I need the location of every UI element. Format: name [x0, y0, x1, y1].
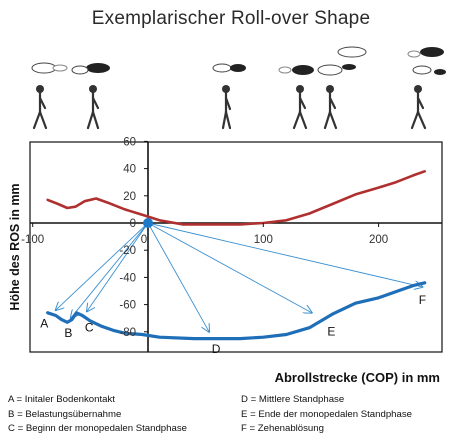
- footprint-shapes: [31, 46, 446, 76]
- walking-figure-1: [32, 85, 48, 130]
- phase-arrow: [147, 222, 209, 332]
- legend-item: E = Ende der monopedalen Standphase: [241, 408, 412, 420]
- phase-arrow: [147, 222, 422, 287]
- phase-label: F: [419, 293, 426, 307]
- y-tick-label: -40: [119, 272, 136, 284]
- phase-label: C: [85, 320, 94, 334]
- legend-item: B = Belastungsübernahme: [8, 408, 122, 420]
- phase-label: A: [40, 316, 48, 330]
- origin-point: [143, 218, 153, 228]
- x-axis-label: Abrollstrecke (COP) in mm: [274, 370, 440, 385]
- y-tick-label: -80: [119, 327, 136, 339]
- phase-arrow: [87, 222, 149, 311]
- y-tick-label: -20: [119, 245, 136, 257]
- gait-illustration: [31, 46, 446, 130]
- legend-column-right: D = Mittlere Standphase E = Ende der mon…: [241, 394, 412, 438]
- legend-item: F = Zehenablösung: [241, 423, 324, 434]
- phase-arrow: [56, 222, 149, 310]
- phase-arrow: [147, 222, 312, 313]
- phase-label: E: [327, 324, 335, 338]
- y-axis-label: Höhe des ROS in mm: [8, 183, 22, 311]
- walking-figure-3: [221, 85, 232, 130]
- phase-label: B: [64, 326, 72, 340]
- origin-point-group: [143, 218, 153, 228]
- walking-figure-2: [86, 85, 100, 130]
- arrows: [56, 222, 423, 332]
- y-tick-label: 60: [123, 136, 136, 148]
- phase-label: D: [212, 342, 221, 356]
- chart-title: Exemplarischer Roll-over Shape: [91, 8, 371, 29]
- legend-column-left: A = Initaler Bodenkontakt B = Belastungs…: [8, 394, 187, 438]
- x-tick-label: -100: [21, 234, 44, 246]
- series-line-blue: [46, 281, 427, 341]
- x-tick-label: 0: [141, 234, 147, 246]
- axes: [30, 142, 442, 352]
- legend-item: A = Initaler Bodenkontakt: [8, 394, 115, 405]
- x-tick-label: 100: [254, 234, 273, 246]
- series-line-red: [46, 170, 427, 226]
- series-lines: [46, 170, 427, 341]
- plot-frame: [29, 141, 443, 353]
- legend-item: D = Mittlere Standphase: [241, 394, 345, 405]
- phase-arrow: [71, 222, 149, 318]
- walking-figure-6: [410, 85, 427, 130]
- y-tick-label: 40: [123, 164, 136, 176]
- walking-figure-4: [292, 85, 308, 130]
- y-tick-label: 0: [130, 218, 136, 230]
- y-tick-label: 20: [123, 191, 136, 203]
- walking-figure-5: [323, 85, 338, 130]
- y-tick-label: -60: [119, 300, 136, 312]
- x-tick-label: 200: [369, 234, 388, 246]
- legend-item: C = Beginn der monopedalen Standphase: [8, 423, 187, 434]
